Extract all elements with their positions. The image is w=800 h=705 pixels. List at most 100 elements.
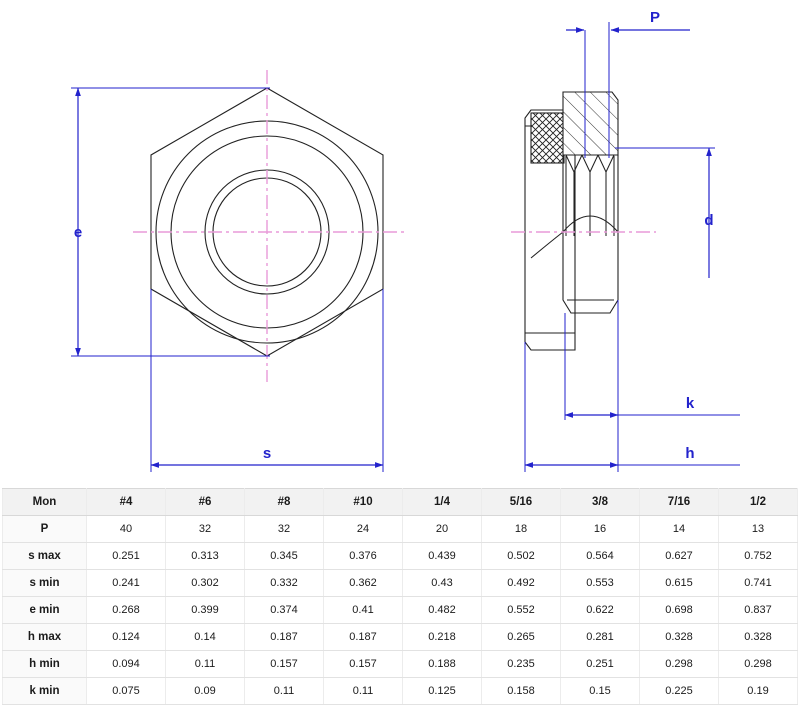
- table-cell: 0.241: [86, 569, 166, 597]
- table-cell: 0.125: [402, 677, 482, 705]
- table-cell: 18: [481, 515, 561, 543]
- table-cell: 0.741: [718, 569, 798, 597]
- table-cell: 0.094: [86, 650, 166, 678]
- table-header-size-#8: #8: [244, 488, 324, 516]
- dimension-e: e: [71, 87, 270, 357]
- table-cell: 0.14: [165, 623, 245, 651]
- thread-profile: [565, 154, 615, 236]
- hex-nut-front-view: [133, 70, 405, 382]
- table-cell: 0.187: [244, 623, 324, 651]
- dim-P-label: P: [650, 9, 660, 26]
- table-cell: 0.564: [560, 542, 640, 570]
- table-cell: 0.19: [718, 677, 798, 705]
- table-cell: 0.302: [165, 569, 245, 597]
- table-cell: 0.124: [86, 623, 166, 651]
- table-cell: 0.492: [481, 569, 561, 597]
- table-row-label: P: [2, 515, 87, 543]
- table-cell: 0.439: [402, 542, 482, 570]
- table-cell: 0.552: [481, 596, 561, 624]
- table-cell: 32: [244, 515, 324, 543]
- table-cell: 0.15: [560, 677, 640, 705]
- table-cell: 0.075: [86, 677, 166, 705]
- table-header-size-5/16: 5/16: [481, 488, 561, 516]
- table-cell: 0.313: [165, 542, 245, 570]
- table-cell: 24: [323, 515, 403, 543]
- table-cell: 0.235: [481, 650, 561, 678]
- drawing-canvas: e s: [71, 9, 740, 472]
- table-cell: 40: [86, 515, 166, 543]
- table-cell: 32: [165, 515, 245, 543]
- table-row-label: s max: [2, 542, 87, 570]
- table-header-size-1/2: 1/2: [718, 488, 798, 516]
- nut-chamfer-arc-bottom: [562, 215, 619, 233]
- table-cell: 0.328: [718, 623, 798, 651]
- table-cell: 0.376: [323, 542, 403, 570]
- dimension-h: h: [524, 342, 740, 472]
- table-cell: 0.622: [560, 596, 640, 624]
- table-cell: 0.11: [244, 677, 324, 705]
- nylon-insert-hatch: [530, 112, 565, 164]
- table-cell: 0.11: [165, 650, 245, 678]
- table-row-label: h max: [2, 623, 87, 651]
- table-cell: 20: [402, 515, 482, 543]
- table-cell: 0.298: [718, 650, 798, 678]
- engineering-drawing-area: e s: [71, 9, 740, 472]
- table-cell: 0.482: [402, 596, 482, 624]
- dim-d-label: d: [704, 212, 713, 229]
- rear-chamfer-arc: [530, 231, 564, 259]
- table-header-size-#6: #6: [165, 488, 245, 516]
- dimension-k: k: [564, 300, 740, 472]
- table-cell: 0.218: [402, 623, 482, 651]
- table-cell: 0.225: [639, 677, 719, 705]
- table-row-label: e min: [2, 596, 87, 624]
- table-cell: 0.187: [323, 623, 403, 651]
- table-cell: 0.502: [481, 542, 561, 570]
- table-cell: 0.157: [323, 650, 403, 678]
- table-cell: 0.268: [86, 596, 166, 624]
- table-cell: 0.09: [165, 677, 245, 705]
- table-cell: 0.158: [481, 677, 561, 705]
- table-cell: 16: [560, 515, 640, 543]
- table-header-size-3/8: 3/8: [560, 488, 640, 516]
- dim-e-label: e: [74, 224, 82, 241]
- table-header-size-#10: #10: [323, 488, 403, 516]
- table-row-label: h min: [2, 650, 87, 678]
- table-cell: 0.43: [402, 569, 482, 597]
- table-cell: 0.553: [560, 569, 640, 597]
- table-cell: 0.837: [718, 596, 798, 624]
- table-cell: 0.281: [560, 623, 640, 651]
- table-cell: 0.251: [86, 542, 166, 570]
- table-header-size-1/4: 1/4: [402, 488, 482, 516]
- drawing-page: e s: [0, 9, 800, 705]
- table-cell: 0.251: [560, 650, 640, 678]
- table-cell: 0.698: [639, 596, 719, 624]
- table-cell: 0.41: [323, 596, 403, 624]
- table-cell: 0.157: [244, 650, 324, 678]
- table-cell: 0.627: [639, 542, 719, 570]
- table-cell: 0.615: [639, 569, 719, 597]
- nut-body-lower-elevation: [562, 155, 619, 314]
- table-row-label: k min: [2, 677, 87, 705]
- table-cell: 0.11: [323, 677, 403, 705]
- table-cell: 0.188: [402, 650, 482, 678]
- table-cell: 0.374: [244, 596, 324, 624]
- table-cell: 0.345: [244, 542, 324, 570]
- table-cell: 13: [718, 515, 798, 543]
- nut-body-upper-section: [562, 91, 619, 156]
- table-row-label: s min: [2, 569, 87, 597]
- table-cell: 0.328: [639, 623, 719, 651]
- table-cell: 0.298: [639, 650, 719, 678]
- table-cell: 0.362: [323, 569, 403, 597]
- table-header-corner: Mon: [2, 488, 87, 516]
- dim-k-label: k: [686, 395, 695, 412]
